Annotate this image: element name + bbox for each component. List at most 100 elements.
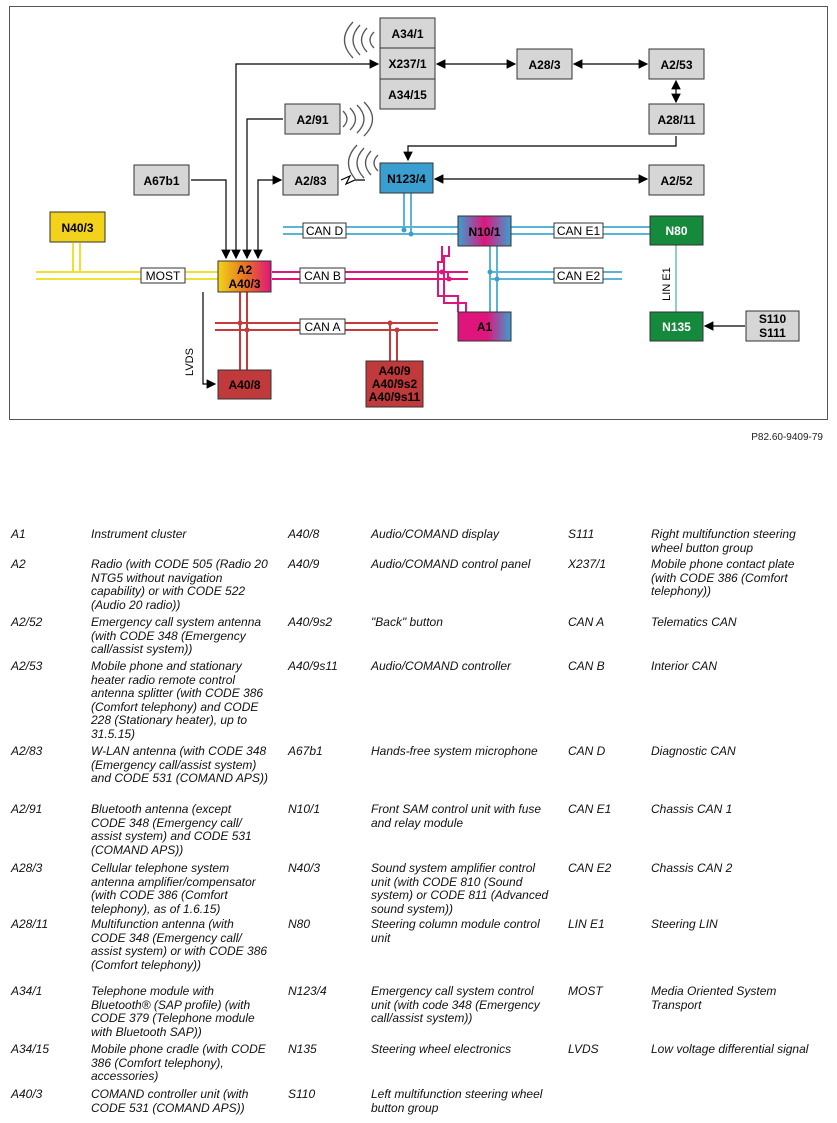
legend-code: LIN E1 xyxy=(568,917,605,931)
legend-desc: Radio (with CODE 505 (Radio 20 NTG5 with… xyxy=(91,557,268,612)
legend-code: N40/3 xyxy=(288,861,321,875)
legend-desc: Audio/COMAND controller xyxy=(371,659,512,673)
can-b-label: CAN B xyxy=(304,269,341,283)
legend-code: A2/52 xyxy=(11,615,43,629)
a40-9s2-label: A40/9s2 xyxy=(372,377,418,391)
can-d-label: CAN D xyxy=(306,224,344,238)
a40-8-box xyxy=(217,369,272,400)
s110-label: S110 xyxy=(759,312,787,326)
legend-desc: Front SAM control unit with fuse and rel… xyxy=(371,802,542,830)
legend-desc: "Back" button xyxy=(371,615,443,629)
legend-desc: Diagnostic CAN xyxy=(651,744,736,758)
network-diagram: A34/1 X237/1 A34/15 A28/3 A2/53 A28/11 A… xyxy=(36,17,800,408)
legend-desc: Steering wheel electronics xyxy=(371,1042,512,1056)
legend-code: CAN B xyxy=(568,659,605,673)
legend-code: N10/1 xyxy=(288,802,321,816)
legend-code: A40/3 xyxy=(11,1087,43,1101)
a2-53-box xyxy=(648,48,705,80)
legend-code: A28/3 xyxy=(11,861,43,875)
a34-1-box xyxy=(379,17,436,49)
n80-box xyxy=(649,215,704,246)
a2-a40-3-box xyxy=(217,260,272,293)
legend-desc: Chassis CAN 1 xyxy=(651,802,733,816)
n40-3-label: N40/3 xyxy=(61,221,93,235)
figure-id: P82.60-9409-79 xyxy=(751,432,823,443)
a28-11-box xyxy=(648,103,705,135)
a1-label: A1 xyxy=(477,320,493,334)
legend-desc: Bluetooth antenna (except CODE 348 (Emer… xyxy=(91,802,252,857)
legend-desc: Telephone module with Bluetooth® (SAP pr… xyxy=(91,984,255,1039)
legend-code: N123/4 xyxy=(288,984,327,998)
legend-code: S110 xyxy=(288,1087,316,1101)
legend-desc: Emergency call system antenna (with CODE… xyxy=(91,615,262,656)
a2-83-box xyxy=(282,164,339,196)
legend-code: S111 xyxy=(568,527,595,541)
a1-box xyxy=(457,311,512,342)
legend-desc: Right multifunction steering wheel butto… xyxy=(651,527,796,555)
a40-9-label: A40/9 xyxy=(378,364,410,378)
legend-desc: Media Oriented System Transport xyxy=(651,984,777,1012)
legend-code: N135 xyxy=(288,1042,317,1056)
legend-desc: Mobile phone contact plate (with CODE 38… xyxy=(651,557,795,598)
can-e1-tag xyxy=(553,222,604,239)
a67b1-box xyxy=(133,164,190,196)
legend-code: CAN D xyxy=(568,744,606,758)
a2-label: A2 xyxy=(237,263,253,277)
legend-desc: Telematics CAN xyxy=(651,615,737,629)
a34-15-box xyxy=(379,78,436,110)
can-a-tag xyxy=(299,318,346,335)
a2-52-box xyxy=(648,164,705,196)
n10-1-box xyxy=(457,215,512,247)
legend-desc: Mobile phone cradle (with CODE 386 (Comf… xyxy=(91,1042,266,1083)
legend-code: A40/9s2 xyxy=(288,615,333,629)
can-e1-label: CAN E1 xyxy=(557,224,601,238)
legend-desc: Chassis CAN 2 xyxy=(651,861,733,875)
s111-label: S111 xyxy=(759,326,786,340)
a2-83-label: A2/83 xyxy=(294,174,326,188)
legend-desc: Low voltage differential signal xyxy=(651,1042,809,1056)
a34-1-label: A34/1 xyxy=(391,27,423,41)
legend-desc: Emergency call system control unit (with… xyxy=(371,984,540,1025)
legend-code: A67b1 xyxy=(288,744,323,758)
legend-code: CAN A xyxy=(568,615,605,629)
most-tag xyxy=(140,267,186,284)
legend-desc: Cellular telephone system antenna amplif… xyxy=(91,861,256,916)
a34-15-label: A34/15 xyxy=(388,88,427,102)
a2-91-label: A2/91 xyxy=(296,113,328,127)
can-d-tag xyxy=(302,222,347,239)
legend-desc: Steering column module control unit xyxy=(371,917,540,945)
n123-4-box xyxy=(379,162,434,194)
signal-lines xyxy=(191,59,745,389)
n135-label: N135 xyxy=(662,320,691,334)
legend-desc: Audio/COMAND display xyxy=(371,527,500,541)
legend-code: A2/83 xyxy=(11,744,43,758)
a67b1-label: A67b1 xyxy=(143,174,179,188)
n80-label: N80 xyxy=(665,224,687,238)
legend-desc: W-LAN antenna (with CODE 348 (Emergency … xyxy=(91,744,268,785)
most-bus-lines xyxy=(36,243,218,280)
legend-code: A2 xyxy=(11,557,26,571)
legend-code: CAN E2 xyxy=(568,861,612,875)
x237-1-label: X237/1 xyxy=(388,57,426,71)
legend-code: A2/53 xyxy=(11,659,43,673)
a28-3-box xyxy=(516,48,573,80)
can-a-label: CAN A xyxy=(304,320,340,334)
legend-code: N80 xyxy=(288,917,311,931)
radio-waves xyxy=(342,21,379,182)
legend-code: MOST xyxy=(568,984,603,998)
legend-desc: Multifunction antenna (with CODE 348 (Em… xyxy=(91,917,268,972)
legend-desc: Instrument cluster xyxy=(91,527,187,541)
legend-code: A2/91 xyxy=(11,802,43,816)
legend-code: A34/15 xyxy=(11,1042,50,1056)
can-e2-tag xyxy=(553,267,604,284)
legend-code: A40/9s11 xyxy=(288,659,338,673)
legend-code: CAN E1 xyxy=(568,802,612,816)
legend-code: A28/11 xyxy=(11,917,49,931)
legend-desc: Interior CAN xyxy=(651,659,718,673)
n10-1-label: N10/1 xyxy=(468,225,500,239)
bus-junctions xyxy=(237,227,500,333)
a2-53-label: A2/53 xyxy=(660,58,692,72)
a40-8-label: A40/8 xyxy=(228,378,260,392)
legend-code: LVDS xyxy=(568,1042,599,1056)
legend-code: A1 xyxy=(11,527,26,541)
